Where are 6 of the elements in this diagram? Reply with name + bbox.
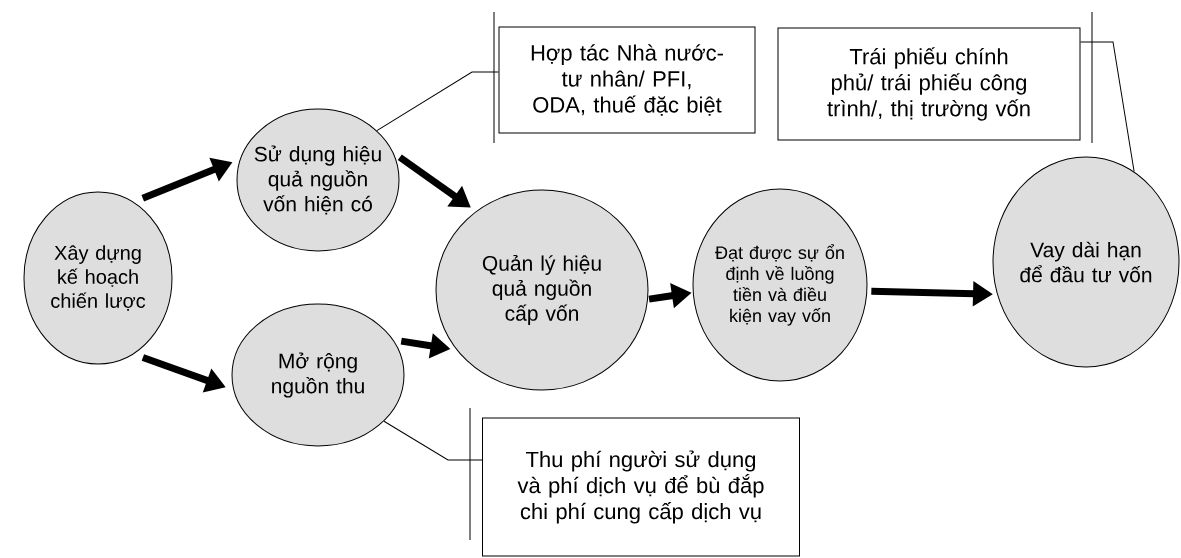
- leader-line: [376, 71, 499, 132]
- callout-box: Hợp tác Nhà nước-tư nhân/ PFI, ODA, thuế đặc biệt: [498, 26, 756, 134]
- leader-line: [1080, 41, 1135, 173]
- callout-box: Thu phí người sử dụng và phí dịch vụ để bù đắp chi phí cung cấp dịch vụ: [482, 417, 800, 557]
- leader-line: [383, 420, 483, 461]
- callout-box: Trái phiếu chính phủ/ trái phiếu công trình/, thị trường vốn: [777, 27, 1081, 141]
